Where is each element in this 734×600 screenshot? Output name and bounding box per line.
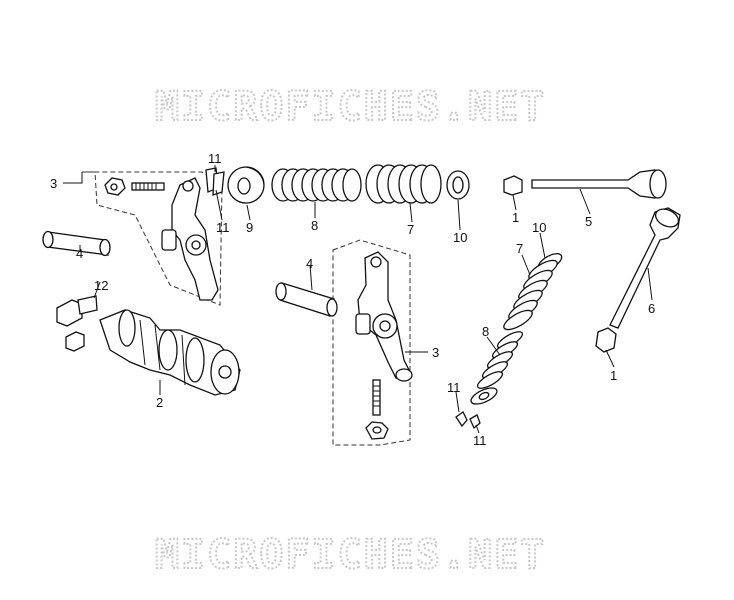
callout-6: 6 [648,301,655,316]
rocker-arm-right [355,251,413,382]
callout-7-bottom: 7 [516,241,523,256]
callout-11-lower: 11 [216,220,230,235]
exhaust-valve-5 [531,169,667,199]
valve-stem-seal-top [503,175,523,196]
callout-10-top: 10 [453,230,467,245]
valve-cotter-pair-bottom [455,411,481,430]
callout-12: 12 [94,278,108,293]
valve-stem-seal-bottom [595,327,617,353]
watermark-bottom: MICROFICHES.NET [155,532,546,578]
callout-1-top: 1 [512,210,519,225]
rocker-arm-left [161,177,219,301]
callout-11-top: 11 [208,151,222,166]
outer-spring-top [365,164,442,204]
callout-10-bottom: 10 [532,220,546,235]
watermark-top: MICROFICHES.NET [155,84,546,130]
callout-11-bottom-b: 11 [473,433,487,448]
dowel-pin-pair-12 [56,295,98,352]
callout-1-bottom: 1 [610,368,617,383]
outer-spring-bottom [503,259,558,331]
inner-spring-top [271,168,362,202]
callout-3-right: 3 [432,345,439,360]
callout-4-left: 4 [76,246,83,261]
callout-7-top: 7 [407,222,414,237]
rocker-shaft-left [42,230,111,257]
adjust-screw-right [372,379,381,416]
callout-2: 2 [156,395,163,410]
callout-8-top: 8 [311,218,318,233]
spring-seat-washer-top [446,170,470,200]
leader-lines [63,165,653,434]
rocker-shaft-right [275,282,338,317]
callout-3-left: 3 [50,176,57,191]
rocker-group-outline-right [332,239,411,446]
intake-valve-6 [609,207,681,329]
adjust-nut-left [104,177,126,196]
adjust-nut-right [365,421,389,440]
spring-retainer-bottom [470,387,498,405]
callout-9: 9 [246,220,253,235]
camshaft-2 [99,309,241,396]
callout-11-bottom-a: 11 [447,380,461,395]
spring-retainer-9 [227,166,265,204]
callout-4-right: 4 [306,256,313,271]
adjust-screw-left [131,182,165,191]
callout-8-bottom: 8 [482,324,489,339]
valve-cotter-pair-top [205,167,225,196]
inner-spring-bottom [476,331,524,389]
callout-5: 5 [585,214,592,229]
